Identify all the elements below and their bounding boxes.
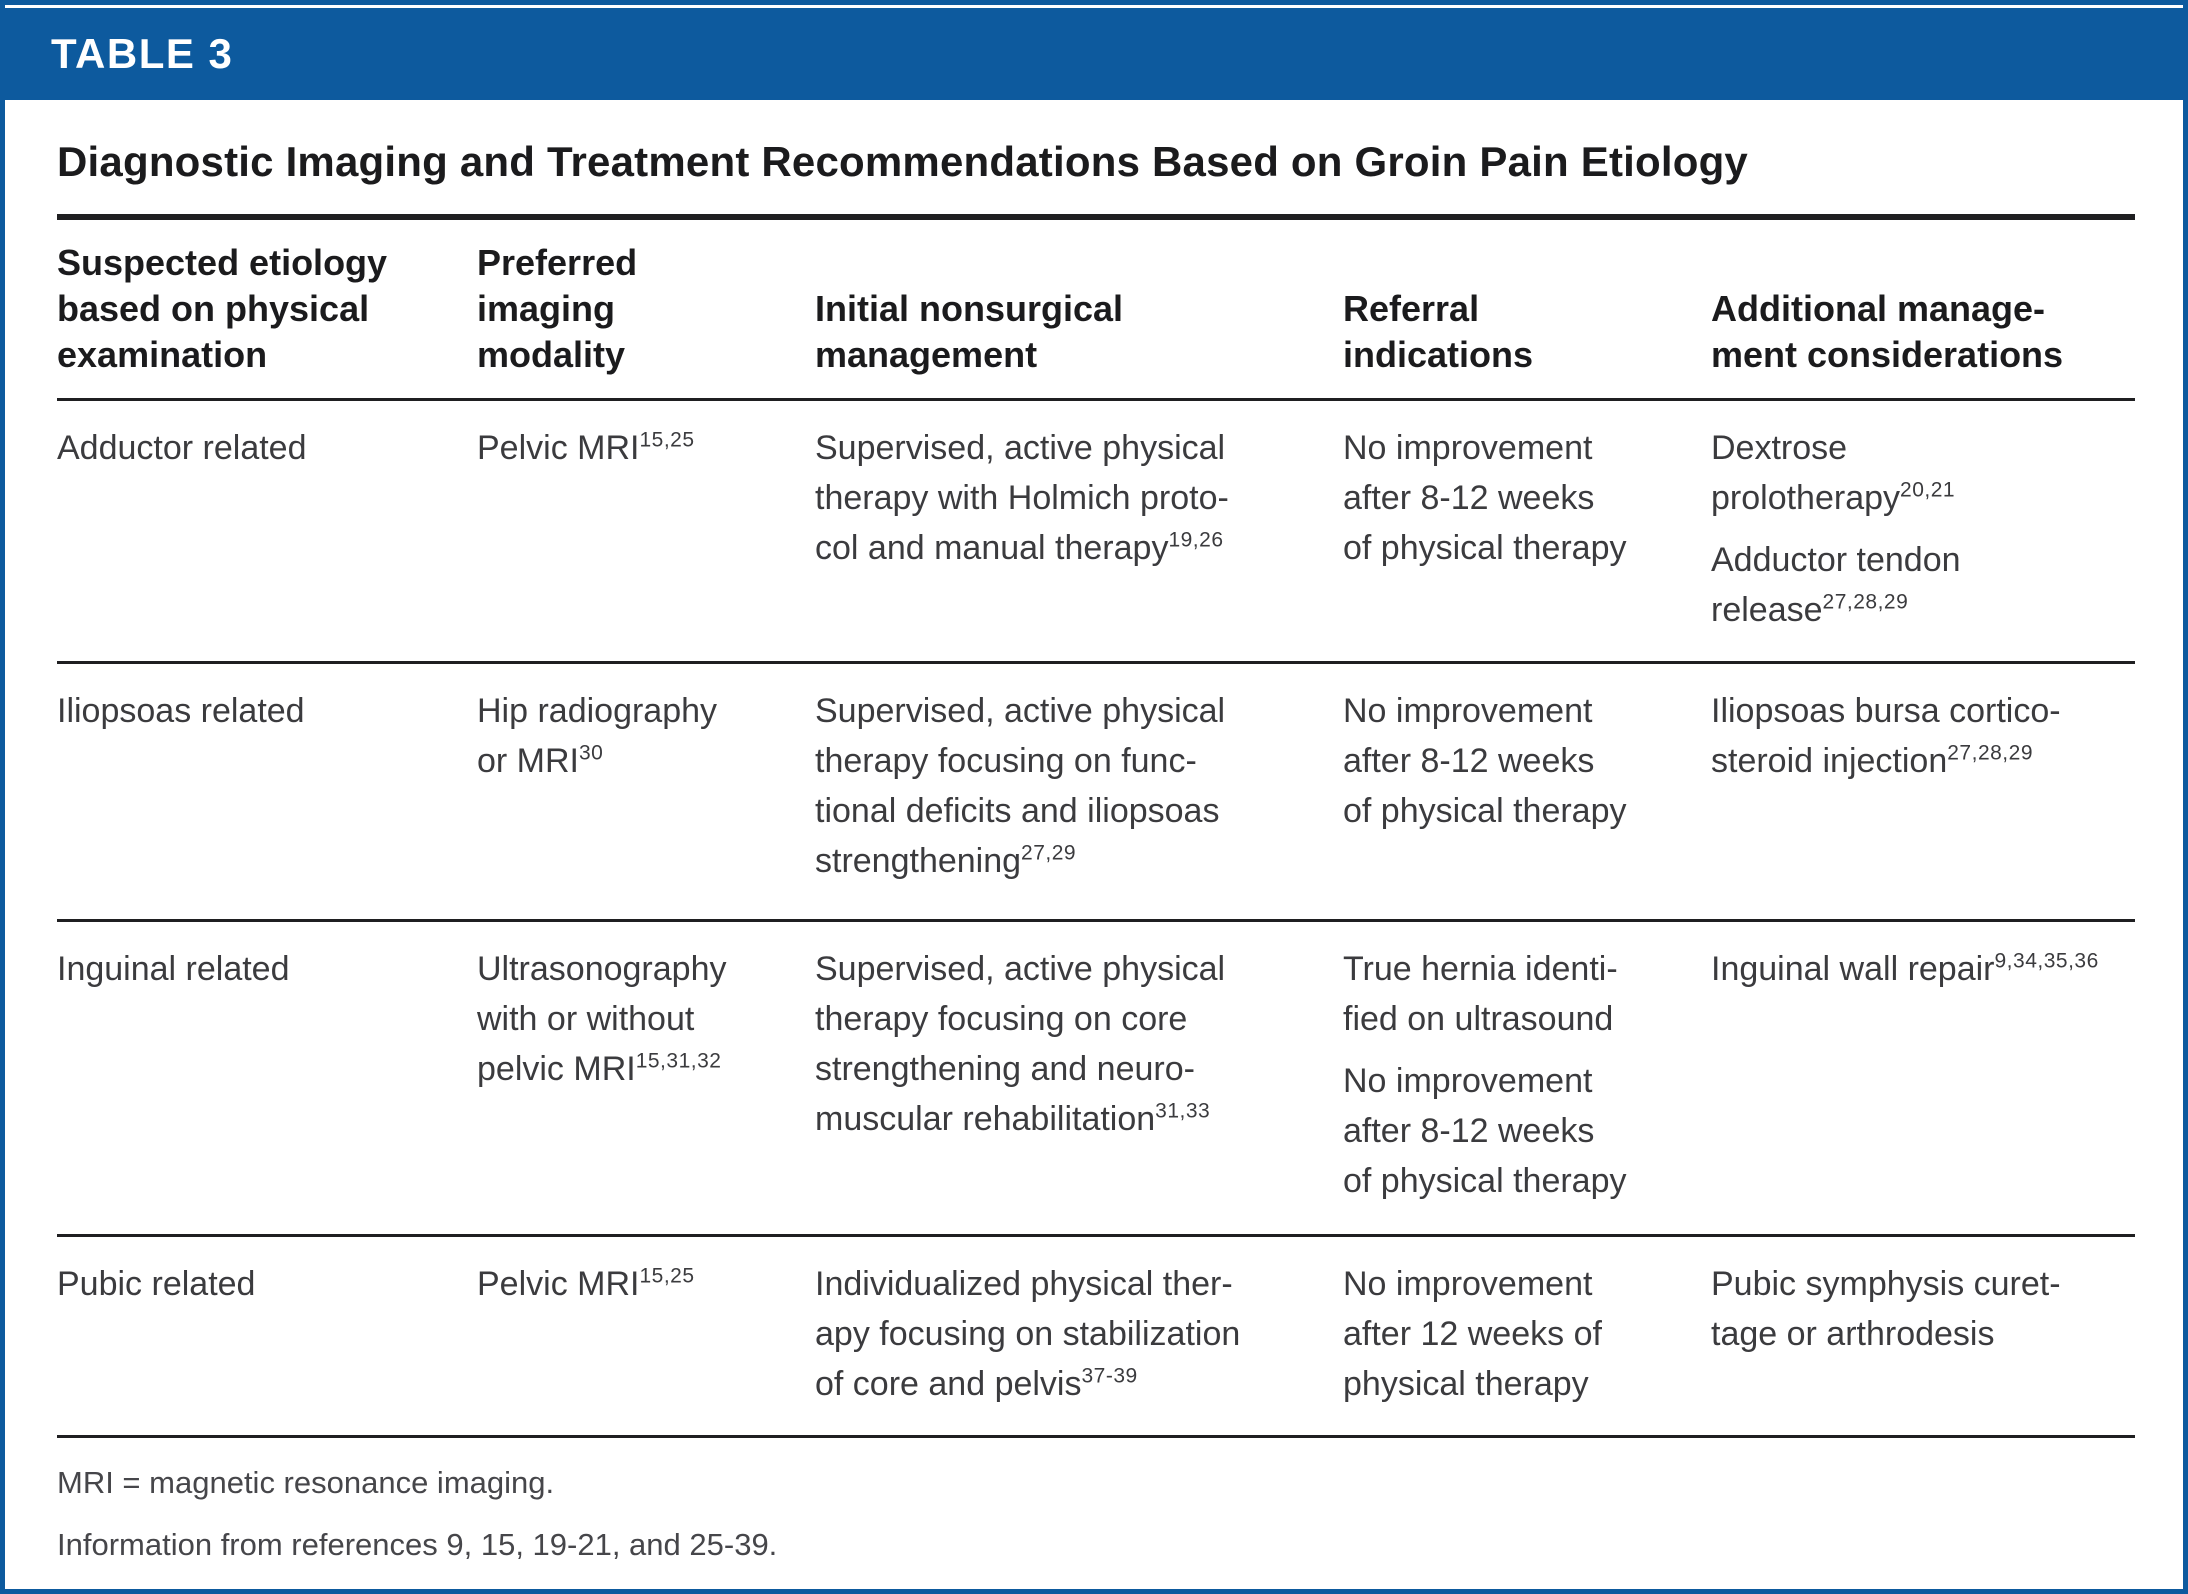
col-header-additional-management: Additional manage-ment considerations [1711, 217, 2135, 401]
table-number-label: TABLE 3 [51, 30, 234, 77]
cell-imaging: Pelvic MRI15,25 [477, 399, 815, 664]
footnote-abbreviation: MRI = magnetic resonance imaging. [57, 1465, 555, 1500]
cell-imaging: Pelvic MRI15,25 [477, 1235, 815, 1438]
table-content-area: Diagnostic Imaging and Treatment Recomme… [5, 138, 2183, 1564]
cell-etiology: Inguinal related [57, 920, 477, 1237]
cell-etiology: Iliopsoas related [57, 662, 477, 922]
cell-additional: Iliopsoas bursa cortico-steroid injectio… [1711, 662, 2135, 922]
cell-additional: Inguinal wall repair9,34,35,36 [1711, 920, 2135, 1237]
footnotes: MRI = magnetic resonance imaging. Inform… [57, 1438, 2135, 1564]
cell-etiology: Pubic related [57, 1235, 477, 1438]
cell-management: Individualized physical ther-apy focusin… [815, 1235, 1343, 1438]
table-row-pubic: Pubic related Pelvic MRI15,25 Individual… [57, 1235, 2135, 1438]
cell-additional: Pubic symphysis curet-tage or arthrodesi… [1711, 1235, 2135, 1438]
cell-etiology: Adductor related [57, 399, 477, 664]
table-row-adductor: Adductor related Pelvic MRI15,25 Supervi… [57, 399, 2135, 664]
table-title: Diagnostic Imaging and Treatment Recomme… [57, 138, 1748, 185]
footnote-references: Information from references 9, 15, 19-21… [57, 1527, 778, 1562]
table-number-banner: TABLE 3 [5, 8, 2183, 100]
